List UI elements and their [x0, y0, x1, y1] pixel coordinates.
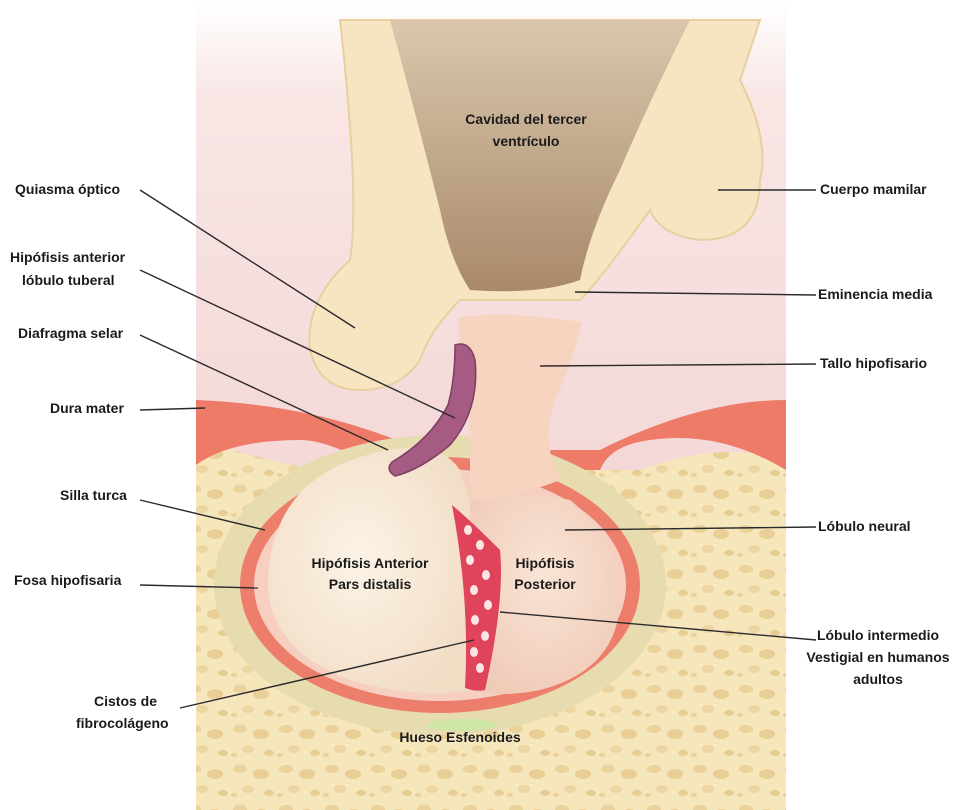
label-dura: Dura mater — [50, 400, 124, 416]
label-lobulo-neural: Lóbulo neural — [818, 518, 911, 534]
label-cavidad-2: ventrículo — [493, 133, 560, 149]
label-cistos-2: fibrocolágeno — [76, 715, 169, 731]
label-cavidad-1: Cavidad del tercer — [465, 111, 587, 127]
label-intermedio-3: adultos — [853, 671, 903, 687]
label-intermedio-2: Vestigial en humanos — [806, 649, 949, 665]
label-cuerpo-mamilar: Cuerpo mamilar — [820, 181, 927, 197]
label-eminencia: Eminencia media — [818, 286, 933, 302]
label-cistos-1: Cistos de — [94, 693, 157, 709]
label-quiasma: Quiasma óptico — [15, 181, 120, 197]
leader-dura — [140, 408, 205, 410]
label-silla: Silla turca — [60, 487, 127, 503]
label-anterior-1: Hipófisis Anterior — [312, 555, 429, 571]
label-anterior-2: Pars distalis — [329, 576, 412, 592]
label-hueso: Hueso Esfenoides — [399, 729, 521, 745]
label-fosa: Fosa hipofisaria — [14, 572, 122, 588]
label-posterior-1: Hipófisis — [515, 555, 574, 571]
label-tuberal-2: lóbulo tuberal — [22, 272, 115, 288]
label-diafragma: Diafragma selar — [18, 325, 124, 341]
label-tallo: Tallo hipofisario — [820, 355, 927, 371]
label-posterior-2: Posterior — [514, 576, 576, 592]
label-intermedio-1: Lóbulo intermedio — [817, 627, 939, 643]
label-tuberal-1: Hipófisis anterior — [10, 249, 126, 265]
